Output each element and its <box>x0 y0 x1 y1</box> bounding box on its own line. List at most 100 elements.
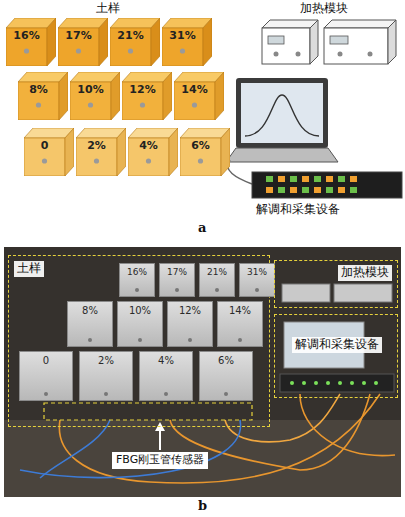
soil-sample-box: 4% <box>139 351 193 401</box>
sensor-hole <box>238 338 242 342</box>
sensor-hole <box>255 288 259 292</box>
cube-front <box>162 28 203 66</box>
cube-side <box>221 128 230 176</box>
cube-side <box>65 128 74 176</box>
soil-sample-box: 16% <box>119 263 155 297</box>
sensor-hole <box>76 48 81 53</box>
panel-letter: a <box>198 221 206 236</box>
percent-label: 21% <box>200 267 234 277</box>
cube-side <box>169 128 178 176</box>
cube-side <box>151 18 160 66</box>
interrogator-panel <box>252 172 402 198</box>
sensor-hole <box>88 102 93 107</box>
dashed-region: 解调和采集设备 <box>274 314 398 398</box>
soil-sample-cube: 31% <box>162 18 212 66</box>
cube-side <box>111 72 120 120</box>
percent-label: 31% <box>240 267 274 277</box>
soil-sample-cube: 17% <box>58 18 108 66</box>
percent-label: 2% <box>76 140 117 153</box>
cube-front <box>18 82 59 120</box>
percent-label: 31% <box>162 30 203 43</box>
cube-side <box>215 72 224 120</box>
soil-sample-cube: 21% <box>110 18 160 66</box>
percent-label: 16% <box>120 267 154 277</box>
soil-sample-cube: 8% <box>18 72 68 120</box>
percent-label: 12% <box>122 84 163 97</box>
heater-front <box>262 28 310 64</box>
annotation-label: 加热模块 <box>300 2 348 16</box>
soil-sample-cube: 2% <box>76 128 126 176</box>
sensor-hole <box>94 158 99 163</box>
percent-label: 2% <box>80 355 132 367</box>
heater-side <box>388 20 396 64</box>
heater-photo <box>282 284 330 302</box>
cube-front <box>180 138 221 176</box>
percent-label: 21% <box>110 30 151 43</box>
sensor-hole <box>188 338 192 342</box>
sensor-hole <box>42 158 47 163</box>
spectrum-curve <box>245 95 319 136</box>
sensor-region <box>44 403 252 420</box>
heater-front <box>324 28 388 64</box>
heater-top <box>324 20 396 28</box>
soil-sample-cube: 0 <box>24 128 74 176</box>
percent-label: 14% <box>218 305 262 317</box>
soil-sample-cube: 12% <box>122 72 172 120</box>
soil-sample-box: 8% <box>67 301 113 347</box>
sensor-hole <box>180 48 185 53</box>
cube-front <box>70 82 111 120</box>
panel-ports <box>266 176 357 193</box>
heater-knob <box>338 52 343 57</box>
soil-sample-cube: 6% <box>180 128 230 176</box>
sensor-hole <box>24 48 29 53</box>
soil-sample-box: 2% <box>79 351 133 401</box>
fibre-cables <box>20 394 395 483</box>
pointer-arrow <box>159 428 161 450</box>
sensor-hole <box>44 392 48 396</box>
percent-label: 16% <box>6 30 47 43</box>
sensor-hole <box>140 102 145 107</box>
soil-sample-box: 31% <box>239 263 275 297</box>
percent-label: 4% <box>140 355 192 367</box>
percent-label: 8% <box>18 84 59 97</box>
cube-side <box>117 128 126 176</box>
percent-label: 14% <box>174 84 215 97</box>
sensor-hole <box>198 158 203 163</box>
percent-label: 8% <box>68 305 112 317</box>
soil-sample-box: 10% <box>117 301 163 347</box>
cube-side <box>203 18 212 66</box>
cube-front <box>174 82 215 120</box>
heater-display <box>330 36 348 44</box>
photo-background <box>4 247 401 497</box>
laptop-frame <box>236 78 328 148</box>
percent-label: 10% <box>118 305 162 317</box>
soil-sample-box: 14% <box>217 301 263 347</box>
cube-front <box>58 28 99 66</box>
interrogator-photo <box>280 374 394 392</box>
dashed-region: 土样16%17%21%31%8%10%12%14%02%4%6% <box>8 255 270 427</box>
table-surface <box>4 420 401 497</box>
cube-front <box>122 82 163 120</box>
sensor-hole <box>104 392 108 396</box>
percent-label: 17% <box>58 30 99 43</box>
percent-label: 17% <box>160 267 194 277</box>
region-label: 加热模块 <box>338 265 392 281</box>
annotation-label: 解调和采集设备 <box>256 203 340 217</box>
heater-knob <box>368 52 373 57</box>
percent-label: 6% <box>180 140 221 153</box>
cube-front <box>24 138 65 176</box>
heater-photo <box>334 284 392 302</box>
panel-letter: b <box>198 499 207 514</box>
cube-front <box>6 28 47 66</box>
sensor-hole <box>138 338 142 342</box>
cube-side <box>163 72 172 120</box>
sensor-hole <box>215 288 219 292</box>
dashed-region: 加热模块 <box>274 260 398 308</box>
annotation-label: 土样 <box>96 2 120 16</box>
cable <box>228 160 252 184</box>
annotation-label: FBG刚玉管传感器 <box>112 452 208 469</box>
percent-label: 0 <box>20 355 72 367</box>
cube-front <box>76 138 117 176</box>
heater-side <box>310 20 318 64</box>
